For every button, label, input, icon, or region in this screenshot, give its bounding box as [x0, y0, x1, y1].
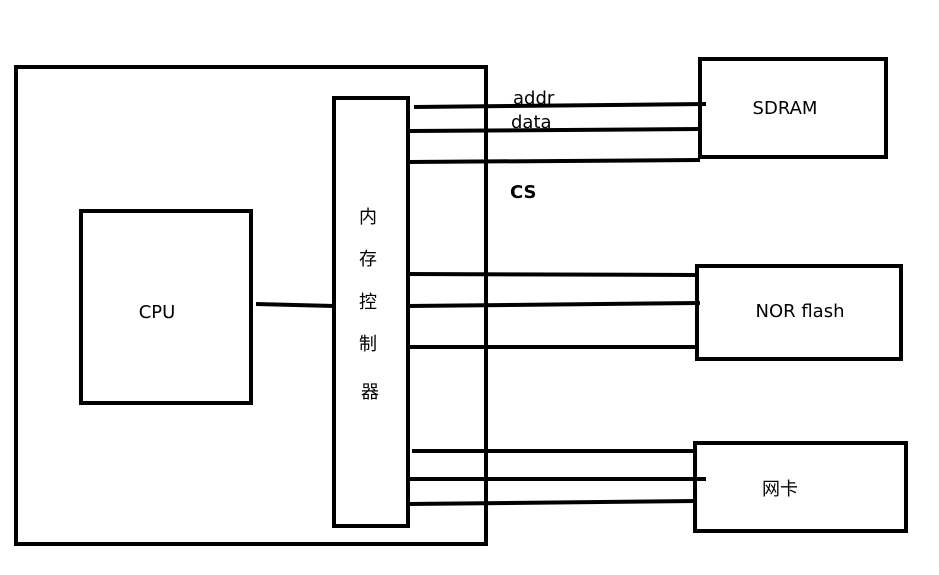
nor-flash-line-1 [405, 272, 698, 277]
nor-flash-label: NOR flash [755, 301, 844, 322]
cpu-box [79, 209, 253, 405]
sdram-cs-line [407, 158, 701, 164]
memory-controller-char-2: 存 [359, 249, 377, 270]
nor-flash-line-2 [407, 301, 701, 308]
sdram-label: SDRAM [753, 98, 818, 119]
sdram-box [698, 57, 888, 159]
cpu-label: CPU [139, 302, 176, 323]
memory-controller-char-5: 器 [361, 382, 379, 403]
sdram-addr-line [413, 102, 707, 109]
nic-box [693, 441, 908, 533]
addr-label: addr [513, 88, 555, 109]
nic-label: 网卡 [762, 479, 798, 500]
nic-line-3 [407, 499, 698, 506]
cpu-memctrl-link [255, 302, 335, 308]
cs-label: CS [510, 182, 537, 203]
data-label: data [511, 112, 552, 133]
memory-controller-char-3: 控 [359, 292, 377, 313]
memory-controller-char-4: 制 [359, 334, 377, 355]
memory-controller-char-1: 内 [359, 207, 377, 228]
memory-controller-box [332, 96, 410, 528]
sdram-data-line [409, 127, 701, 133]
nor-flash-box [695, 264, 903, 361]
